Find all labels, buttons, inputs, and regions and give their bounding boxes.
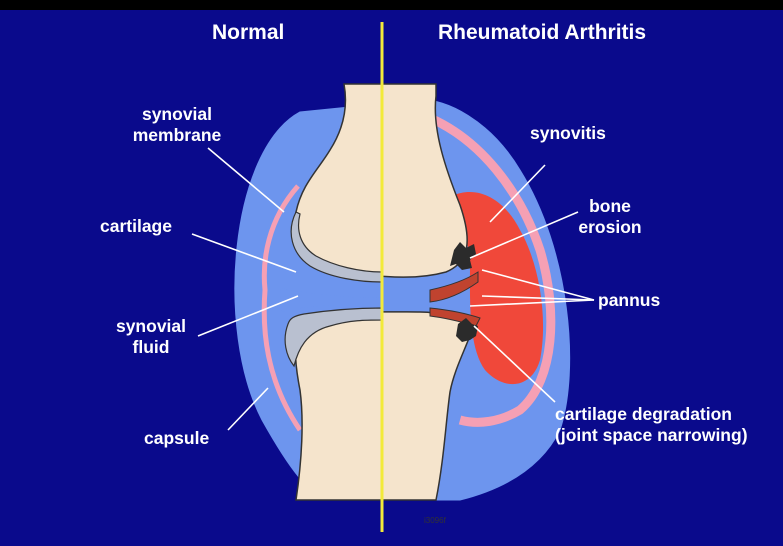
- label-synovitis: synovitis: [530, 123, 606, 144]
- title-normal: Normal: [212, 21, 284, 45]
- label-synovial-membrane: synovial membrane: [122, 104, 232, 146]
- label-synovial-fluid: synovial fluid: [108, 316, 194, 358]
- label-pannus: pannus: [598, 290, 660, 311]
- label-bone-erosion: bone erosion: [570, 196, 650, 238]
- label-capsule: capsule: [144, 428, 209, 449]
- figure-code: i3096f: [424, 516, 446, 525]
- label-cartilage-degradation: cartilage degradation (joint space narro…: [555, 404, 748, 446]
- label-cartilage: cartilage: [100, 216, 172, 237]
- title-rheumatoid-arthritis: Rheumatoid Arthritis: [438, 21, 646, 45]
